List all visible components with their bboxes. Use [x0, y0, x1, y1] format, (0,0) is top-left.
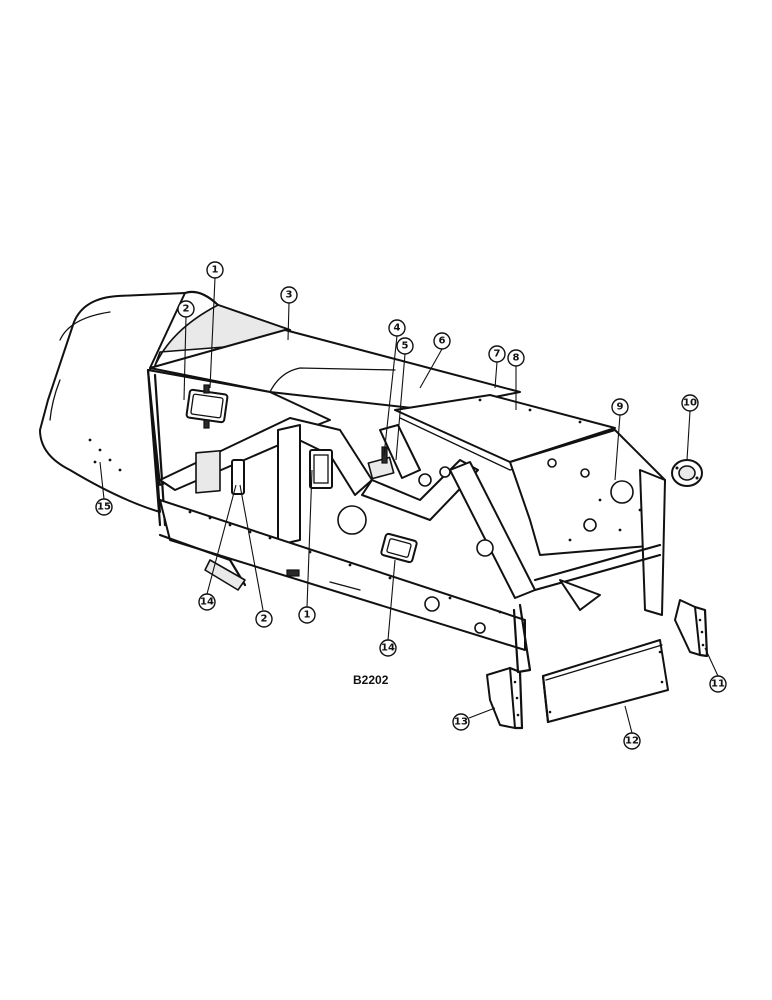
svg-text:1: 1	[212, 265, 219, 276]
svg-text:12: 12	[625, 736, 639, 747]
svg-text:11: 11	[711, 679, 725, 690]
callout-13: 13	[452, 713, 470, 731]
callout-9: 9	[611, 398, 629, 416]
side-wall	[146, 368, 331, 527]
callouts: 1 2 3 4 5 6 7 8	[95, 261, 727, 750]
callout-10: 10	[681, 394, 699, 412]
callout-1: 1	[206, 261, 224, 279]
svg-text:2: 2	[261, 614, 268, 625]
svg-text:6: 6	[439, 336, 446, 347]
svg-text:14: 14	[381, 643, 395, 654]
callout-14-right: 14	[379, 639, 397, 657]
callout-11: 11	[709, 675, 727, 693]
part-11-bracket	[674, 599, 709, 658]
callout-5: 5	[396, 337, 414, 355]
callout-12: 12	[623, 732, 641, 750]
svg-text:9: 9	[617, 402, 624, 413]
callout-8: 8	[507, 349, 525, 367]
svg-text:8: 8	[513, 353, 520, 364]
bottom-rail	[158, 499, 532, 674]
svg-text:10: 10	[683, 398, 697, 409]
front-end-panel	[509, 429, 666, 616]
callout-1-lower: 1	[298, 606, 316, 624]
drawing-code: B2202	[353, 673, 389, 687]
svg-text:3: 3	[286, 290, 293, 301]
rear-hood	[39, 290, 292, 513]
svg-text:5: 5	[402, 341, 409, 352]
callout-2-lower: 2	[255, 610, 273, 628]
leader-lines	[99, 277, 719, 734]
part-12-plate	[541, 639, 669, 724]
svg-text:4: 4	[394, 323, 401, 334]
part-13-bracket	[486, 666, 524, 730]
callout-2: 2	[177, 300, 195, 318]
svg-text:14: 14	[200, 597, 214, 608]
callout-3: 3	[280, 286, 298, 304]
callout-14-left: 14	[198, 593, 216, 611]
svg-text:2: 2	[183, 304, 190, 315]
callout-4: 4	[388, 319, 406, 337]
svg-text:7: 7	[494, 349, 501, 360]
svg-text:15: 15	[97, 502, 111, 513]
part-10-grommet	[671, 459, 703, 487]
callout-7: 7	[488, 345, 506, 363]
callout-6: 6	[433, 332, 451, 350]
truss-frame	[159, 417, 542, 599]
svg-text:1: 1	[304, 610, 311, 621]
callout-15: 15	[95, 498, 113, 516]
svg-text:13: 13	[454, 717, 468, 728]
